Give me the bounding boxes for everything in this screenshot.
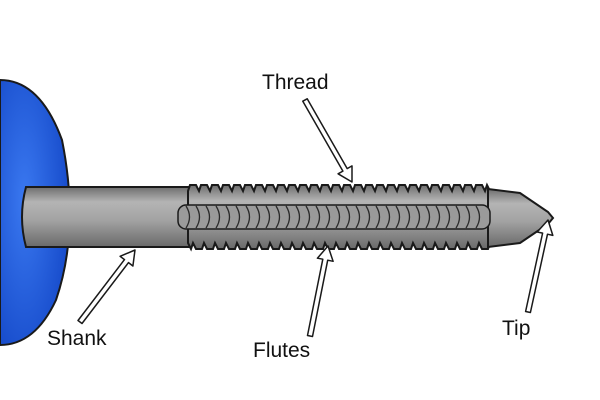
- flute-mark: [375, 205, 381, 229]
- shank-label: Shank: [47, 327, 107, 350]
- flute-mark: [415, 205, 421, 229]
- flute-outline: [177, 204, 491, 230]
- flute-mark: [325, 205, 331, 229]
- flute-mark: [345, 205, 351, 229]
- flute-mark: [395, 205, 401, 229]
- flute-mark: [475, 205, 481, 229]
- flute-mark: [195, 205, 201, 229]
- flute-mark: [235, 205, 241, 229]
- flute-mark: [465, 205, 471, 229]
- flute-mark: [435, 205, 441, 229]
- arrow-shape: [524, 219, 554, 314]
- flute-mark: [425, 205, 431, 229]
- flute-mark: [225, 205, 231, 229]
- arrow-shape: [306, 245, 334, 338]
- flute-mark: [335, 205, 341, 229]
- flute-mark: [275, 205, 281, 229]
- tap-tip: [487, 187, 555, 249]
- flutes-label: Flutes: [253, 339, 311, 362]
- flutes-arrow: [306, 245, 334, 338]
- thread-arrow: [302, 98, 353, 183]
- flute-mark: [355, 205, 361, 229]
- flute-mark: [385, 205, 391, 229]
- flute-groove: [177, 204, 491, 230]
- flute-mark: [405, 205, 411, 229]
- tip-arrow: [524, 219, 554, 314]
- flute-mark: [205, 205, 211, 229]
- tip-label: Tip: [502, 317, 531, 340]
- flute-mark: [455, 205, 461, 229]
- arrow-shape: [302, 98, 353, 183]
- flute-mark: [185, 205, 191, 229]
- flute-mark: [445, 205, 451, 229]
- flute-mark: [245, 205, 251, 229]
- tap-shank: [21, 186, 191, 248]
- flute-mark: [295, 205, 301, 229]
- flute-mark: [265, 205, 271, 229]
- flute-mark: [255, 205, 261, 229]
- flute-mark: [315, 205, 321, 229]
- flute-mark: [215, 205, 221, 229]
- thread-label: Thread: [262, 71, 329, 94]
- arrow-shape: [77, 249, 136, 325]
- flute-mark: [285, 205, 291, 229]
- flute-mark: [305, 205, 311, 229]
- flute-mark: [365, 205, 371, 229]
- shank-arrow: [77, 249, 136, 325]
